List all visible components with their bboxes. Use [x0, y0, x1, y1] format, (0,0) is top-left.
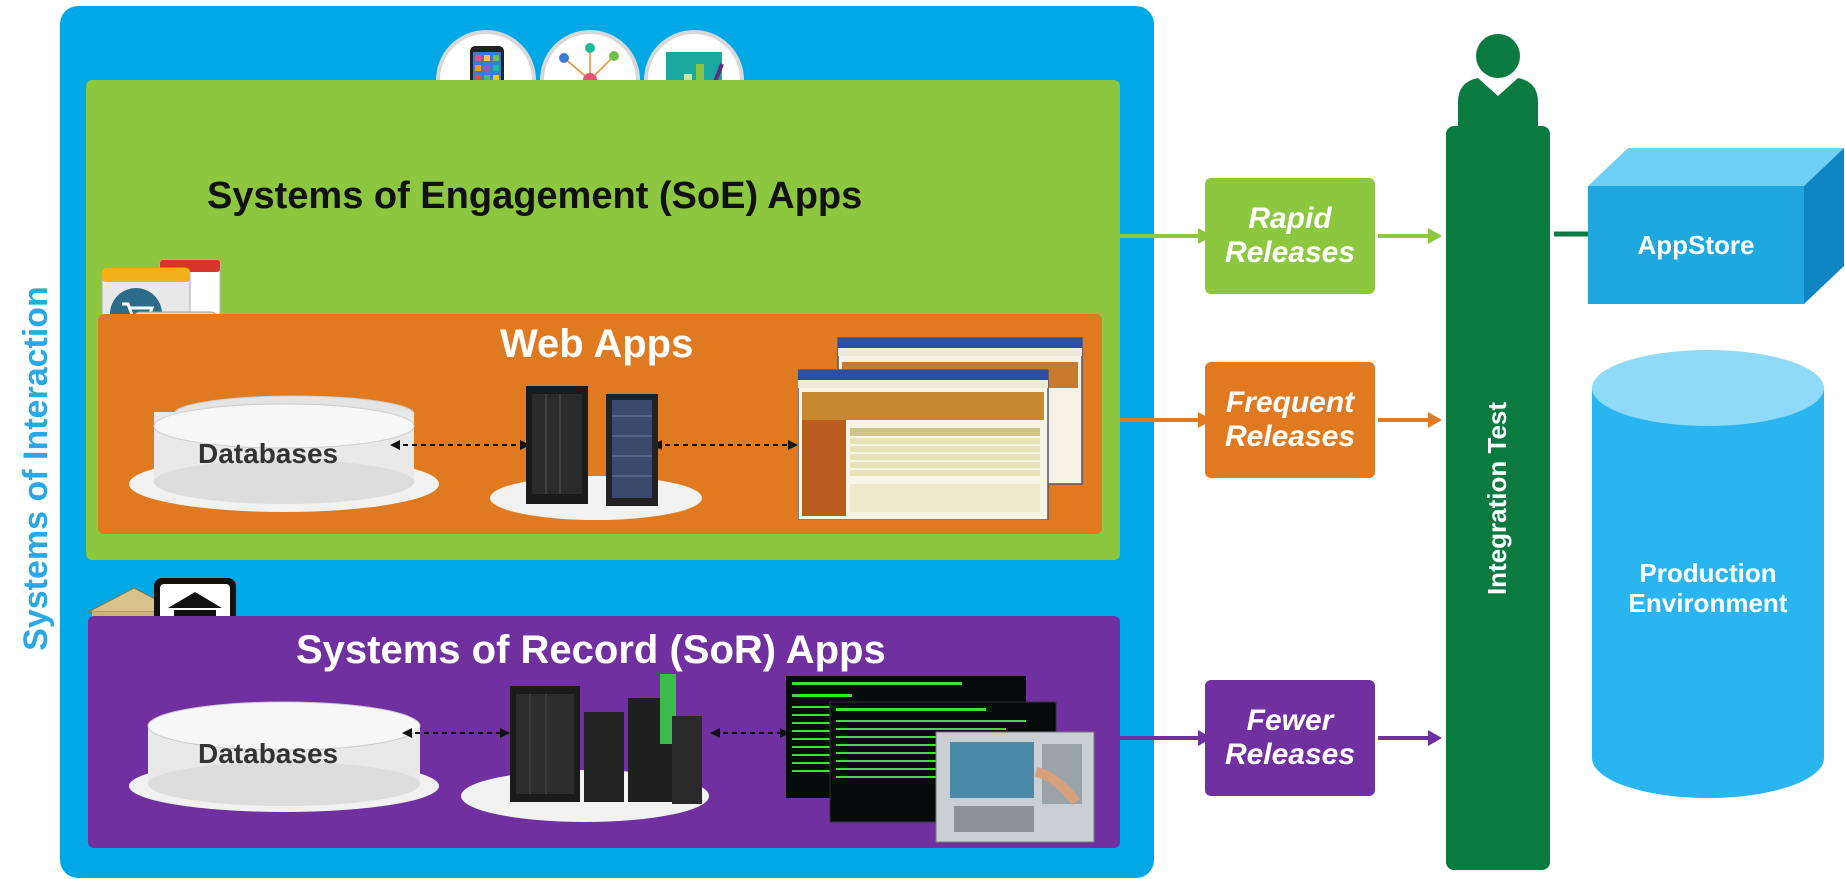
fewer-releases-line2: Releases [1224, 738, 1356, 771]
frequent-releases-box: Frequent Releases [1205, 362, 1375, 478]
rapid-releases-line1: Rapid [1248, 202, 1332, 235]
web-databases-cloud [124, 384, 444, 514]
sor-databases-cloud [124, 684, 444, 814]
integration-test-bar [1446, 126, 1550, 870]
web-connectors [390, 440, 798, 450]
integration-test-label: Integration Test [1482, 401, 1513, 595]
systems-of-interaction-label: Systems of Interaction [16, 285, 55, 651]
sor-mainframes [460, 672, 710, 822]
web-apps-title: Web Apps [500, 322, 694, 366]
soe-title: Systems of Engagement (SoE) Apps [207, 175, 863, 217]
production-environment-label: Production Environment [1590, 558, 1826, 618]
web-server-racks [488, 376, 704, 520]
sor-terminal-screens [786, 676, 1096, 844]
web-browser-screens [797, 336, 1088, 521]
production-line1: Production [1639, 558, 1777, 588]
fewer-releases-line1: Fewer [1246, 704, 1334, 737]
sor-connectors [402, 728, 790, 738]
frequent-releases-line2: Releases [1224, 420, 1356, 453]
rapid-releases-line2: Releases [1224, 236, 1356, 269]
web-databases-label: Databases [198, 438, 339, 469]
fewer-releases-box: Fewer Releases [1205, 680, 1375, 796]
appstore-box [1588, 146, 1844, 306]
person-icon [1450, 30, 1546, 126]
sor-title: Systems of Record (SoR) Apps [296, 628, 886, 672]
rapid-releases-box: Rapid Releases [1205, 178, 1375, 294]
sor-databases-label: Databases [198, 738, 339, 769]
production-line2: Environment [1628, 588, 1788, 618]
appstore-label: AppStore [1637, 230, 1755, 260]
frequent-releases-line1: Frequent [1225, 386, 1355, 419]
production-environment-cylinder [1590, 348, 1826, 800]
